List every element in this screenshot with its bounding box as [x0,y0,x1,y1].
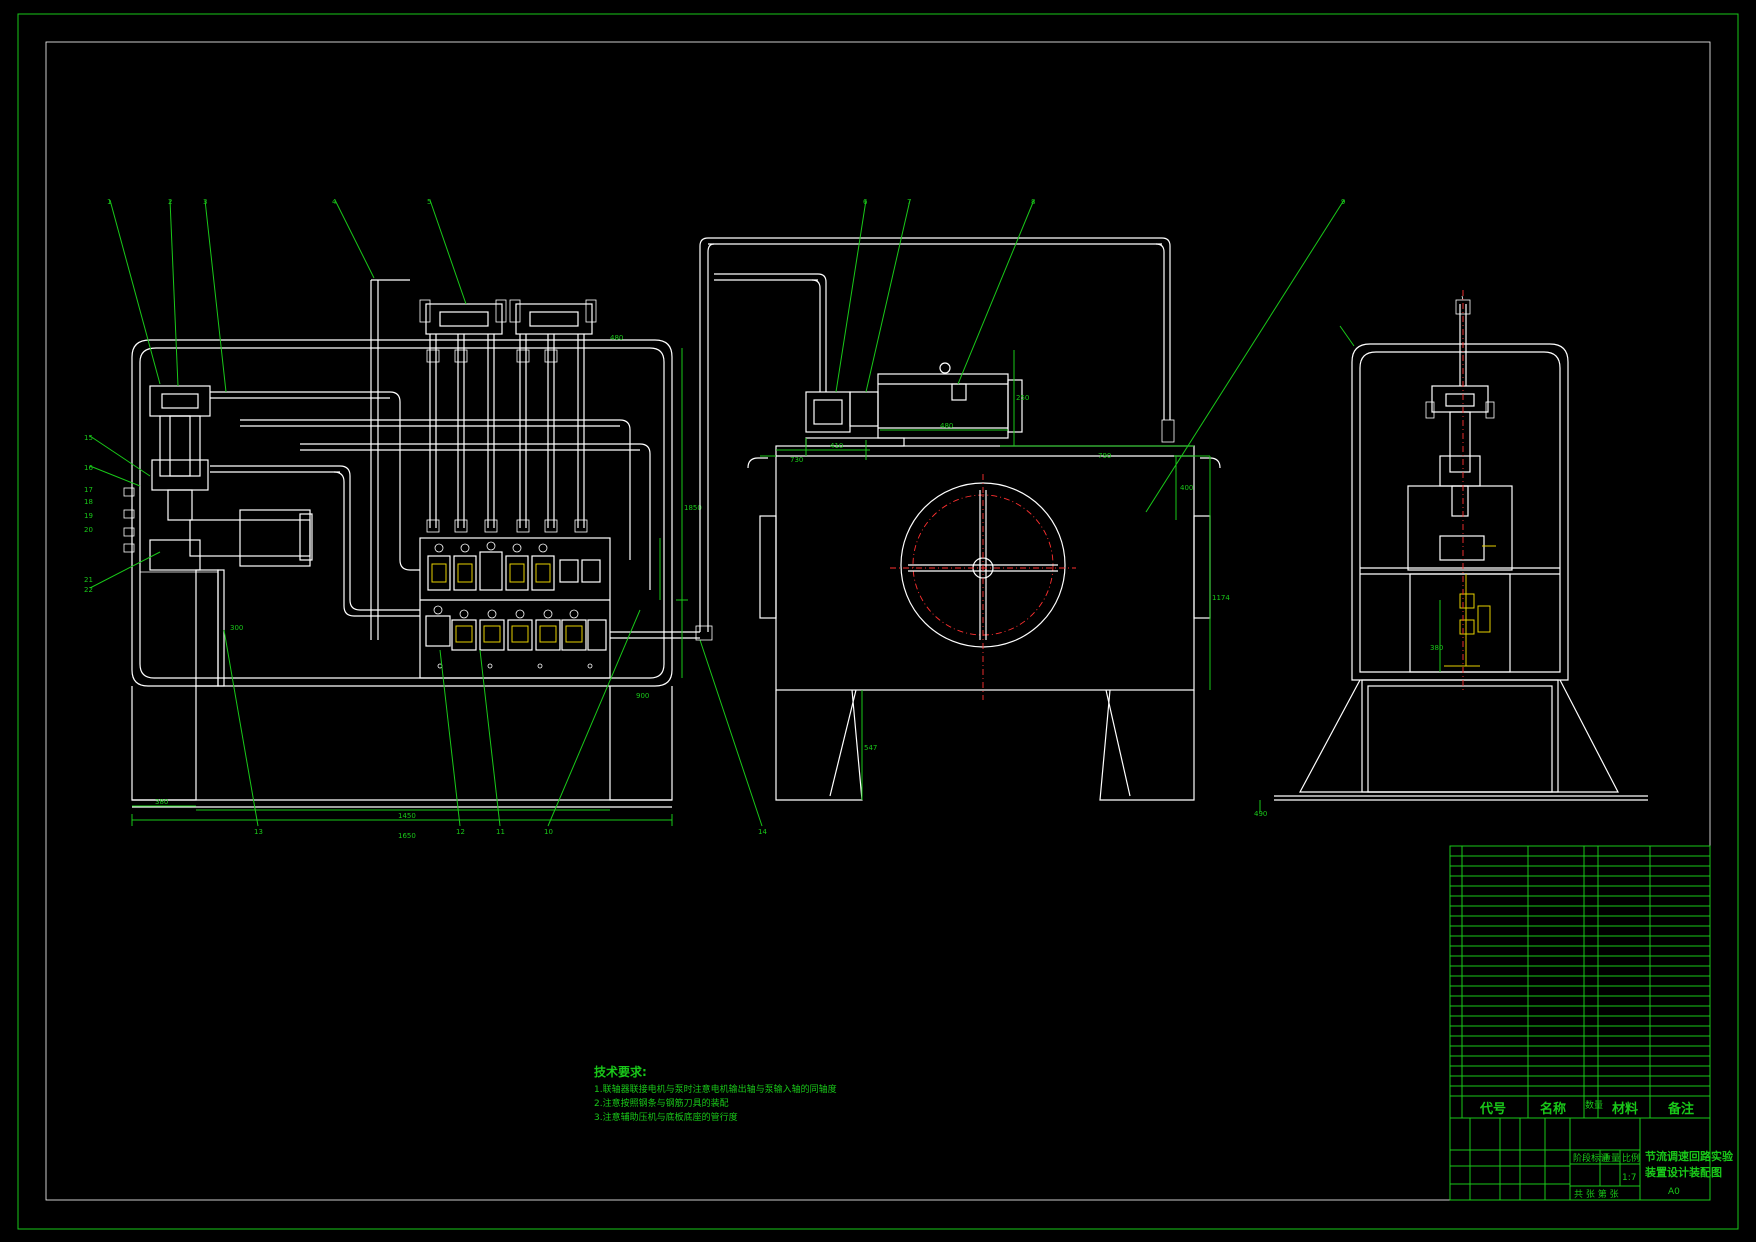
left-view: 1450 1650 380 1850 900 480 300 [89,199,763,840]
balloon-6: 6 [863,198,868,206]
balloon-7: 7 [907,198,911,206]
drawing-title-1: 节流调速回路实验 [1645,1149,1734,1163]
dim-side-380: 380 [1430,644,1443,652]
tech-item-2: 2.注意按照钢条与钢筋刀具的装配 [594,1097,729,1109]
dim-1174: 1174 [1212,594,1230,602]
balloon-10: 10 [544,828,553,836]
scale-label: 比例 [1622,1152,1640,1164]
weight-label: 重量 [1602,1152,1620,1164]
dim-480-motor: 480 [940,422,953,430]
dim-380: 380 [155,798,168,806]
outer-frame [17,13,1739,1230]
title-block: 代号 名称 数量 材料 备注 节流调速回路实验 装置设计装配图 A0 阶段标记 … [1449,845,1734,1201]
balloon-17: 17 [84,486,93,494]
tech-heading: 技术要求: [594,1064,647,1079]
dim-410: 410 [830,442,843,450]
balloon-9: 9 [1341,198,1345,206]
balloon-19: 19 [84,512,93,520]
dim-900: 900 [636,692,649,700]
balloon-4: 4 [332,198,337,206]
balloon-2: 2 [168,198,172,206]
inner-frame [45,41,1711,1201]
dim-547: 547 [864,744,877,752]
header-material: 材料 [1612,1101,1638,1117]
balloon-3: 3 [203,198,207,206]
balloon-1: 1 [107,198,111,206]
side-view: 380 490 [1254,290,1648,818]
dim-300: 300 [230,624,243,632]
balloon-20: 20 [84,526,93,534]
dim-790: 790 [1098,452,1111,460]
dim-480: 480 [610,334,623,342]
stage-label: 阶段标记 [1573,1152,1609,1164]
balloon-8: 8 [1031,198,1035,206]
dim-400: 400 [1180,484,1193,492]
dim-250: 250 [1016,394,1029,402]
drawing-title-2: 装置设计装配图 [1644,1165,1722,1179]
dim-1850: 1850 [684,504,702,512]
pipe-run [695,237,1171,641]
balloon-14: 14 [758,828,767,836]
balloon-12: 12 [456,828,465,836]
dim-1450: 1450 [398,812,416,820]
scale-value: 1:7 [1622,1173,1636,1183]
front-view: 730 410 790 1174 547 250 480 400 [747,199,1345,801]
balloon-15: 15 [84,434,93,442]
tech-item-3: 3.注意辅助压机与底板底座的管行度 [594,1111,738,1123]
balloon-11: 11 [496,828,505,836]
balloon-13: 13 [254,828,263,836]
balloon-21: 21 [84,576,93,584]
sheet-label: 共 张 第 张 [1574,1188,1619,1200]
balloon-16: 16 [84,464,93,472]
header-name: 名称 [1540,1101,1566,1117]
header-note: 备注 [1667,1101,1694,1117]
balloon-18: 18 [84,498,93,506]
tech-item-1: 1.联轴器联接电机与泵时注意电机输出轴与泵输入轴的同轴度 [594,1083,837,1095]
dim-side-490: 490 [1254,810,1267,818]
dim-1650: 1650 [398,832,416,840]
tech-requirements: 技术要求: 1.联轴器联接电机与泵时注意电机输出轴与泵输入轴的同轴度 2.注意按… [594,1064,837,1123]
balloon-5: 5 [427,198,431,206]
header-code: 代号 [1479,1101,1506,1117]
header-qty: 数量 [1585,1099,1603,1111]
balloons: 1 2 3 4 5 6 7 8 9 13 12 11 10 14 15 16 1… [84,198,1345,836]
balloon-22: 22 [84,586,93,594]
sheet-code: A0 [1668,1187,1680,1197]
dim-730: 730 [790,456,803,464]
